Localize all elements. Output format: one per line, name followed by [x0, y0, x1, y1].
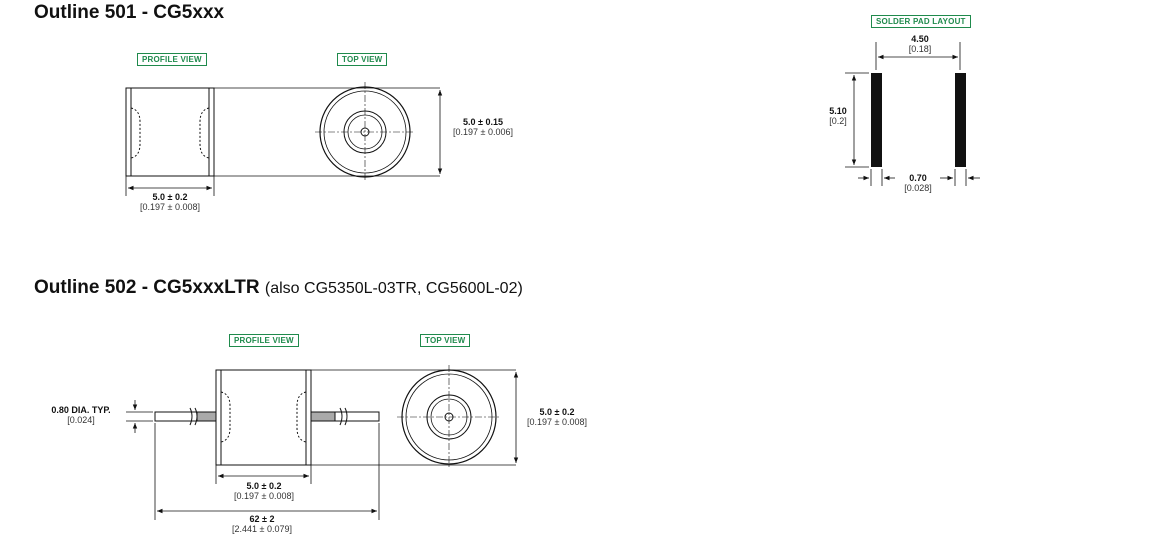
solder-pad-width-in: [0.028] [904, 183, 932, 193]
outline-502-top-view [397, 365, 501, 469]
outline-501-top-view [315, 82, 415, 182]
outline-502-diameter-mm: 5.0 ± 0.2 [539, 407, 575, 417]
outline-502-length-mm: 62 ± 2 [249, 514, 275, 524]
outline-502-length-dimension: 62 ± 2 [2.441 ± 0.079] [212, 514, 312, 534]
outline-502-dimension-lines [132, 372, 519, 514]
solder-pad-span-mm: 4.50 [911, 34, 929, 44]
outline-502-profile-view-label: PROFILE VIEW [229, 334, 299, 347]
outline-502-width-dimension: 5.0 ± 0.2 [0.197 ± 0.008] [214, 481, 314, 501]
solder-pad-height-dimension: 5.10 [0.2] [823, 106, 853, 126]
outline-502-top-view-label: TOP VIEW [420, 334, 471, 347]
solder-pad-width-mm: 0.70 [909, 173, 927, 183]
solder-pad-layout [845, 42, 980, 186]
outline-501-diameter-dimension: 5.0 ± 0.15 [0.197 ± 0.006] [446, 117, 520, 137]
outline-501-width-dimension: 5.0 ± 0.2 [0.197 ± 0.008] [120, 192, 220, 212]
solder-pad-layout-label: SOLDER PAD LAYOUT [871, 15, 971, 28]
solder-pad-height-mm: 5.10 [829, 106, 847, 116]
outline-502-diameter-in: [0.197 ± 0.008] [527, 417, 587, 427]
outline-502-lead-in: [0.024] [67, 415, 95, 425]
solder-pad-width-dimension: 0.70 [0.028] [896, 173, 940, 193]
outline-501-dimension-lines [128, 90, 443, 191]
outline-502-lead-mm: 0.80 DIA. TYP. [51, 405, 111, 415]
outline-501-diameter-mm: 5.0 ± 0.15 [463, 117, 503, 127]
outline-502-extension-lines [126, 369, 516, 520]
outline-502-leads [154, 407, 380, 426]
outline-502-profile-view [215, 369, 312, 466]
outline-501-profile-view [125, 87, 215, 177]
solder-pad-span-in: [0.18] [908, 44, 932, 54]
outline-501-extension-lines [125, 87, 440, 196]
outline-502-width-mm: 5.0 ± 0.2 [246, 481, 282, 491]
outline-502-width-in: [0.197 ± 0.008] [234, 491, 294, 501]
outline-501-title: Outline 501 - CG5xxx [34, 2, 225, 23]
outline-502-diameter-dimension: 5.0 ± 0.2 [0.197 ± 0.008] [520, 407, 594, 427]
outline-501-top-view-label: TOP VIEW [337, 53, 388, 66]
outline-501-width-mm: 5.0 ± 0.2 [152, 192, 188, 202]
outline-502-title: Outline 502 - CG5xxxLTR (also CG5350L-03… [34, 277, 523, 299]
outline-502-title-main: Outline 502 - CG5xxxLTR [34, 277, 260, 298]
outline-502-length-in: [2.441 ± 0.079] [232, 524, 292, 534]
outline-501-width-in: [0.197 ± 0.008] [140, 202, 200, 212]
solder-pad-span-dimension: 4.50 [0.18] [890, 34, 950, 54]
outline-501-profile-view-label: PROFILE VIEW [137, 53, 207, 66]
outline-501-diameter-in: [0.197 ± 0.006] [453, 127, 513, 137]
outline-502-lead-dimension: 0.80 DIA. TYP. [0.024] [40, 405, 122, 425]
solder-pad-height-in: [0.2] [829, 116, 847, 126]
outline-502-subtitle: (also CG5350L-03TR, CG5600L-02) [264, 280, 523, 297]
